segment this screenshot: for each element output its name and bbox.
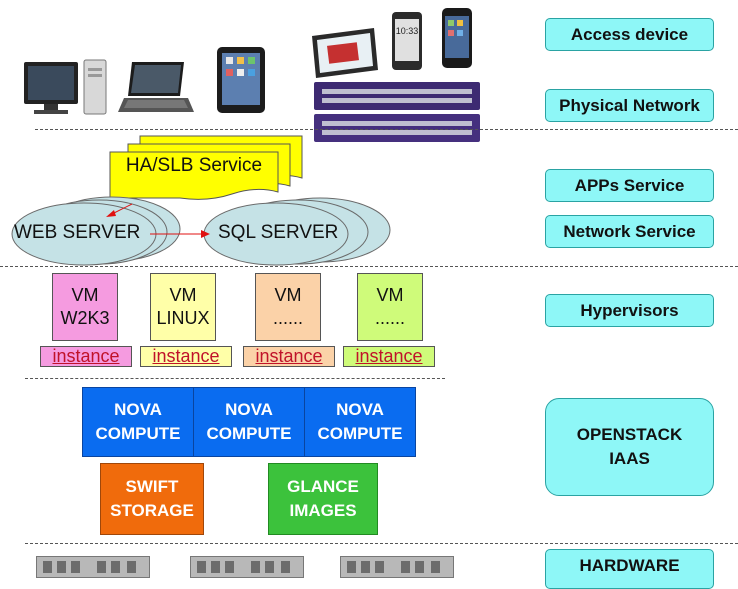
instance-other-2: instance (343, 346, 435, 367)
server-ellipses (11, 196, 391, 266)
swift-line2: STORAGE (110, 501, 194, 520)
hypervisors-label: Hypervisors (545, 294, 714, 327)
vm-other-1: VM ...... (255, 273, 321, 341)
sql-server-text: SQL SERVER (218, 222, 339, 243)
swift-storage-box: SWIFT STORAGE (100, 463, 204, 535)
hardware-label: HARDWARE (545, 549, 714, 589)
openstack-iaas-label: OPENSTACK IAAS (545, 398, 714, 496)
glance-line2: IMAGES (289, 501, 357, 520)
web-server-text: WEB SERVER (14, 222, 141, 243)
vm-w2k3-line2: W2K3 (60, 308, 110, 328)
nova-compute-2-line1: NOVA (225, 400, 273, 419)
server-rack-3 (340, 556, 454, 578)
nova-compute-3-line2: COMPUTE (317, 424, 403, 443)
nova-compute-2: NOVA COMPUTE (193, 387, 305, 457)
vm-other-2-line2: ...... (374, 308, 405, 328)
vm-linux-line2: LINUX (156, 308, 210, 328)
access-device-label: Access device (545, 18, 714, 51)
svg-text:10:33: 10:33 (396, 26, 419, 36)
glance-line1: GLANCE (287, 477, 359, 496)
physical-network-label: Physical Network (545, 89, 714, 122)
divider-hardware (25, 543, 738, 544)
vm-other-1-line2: ...... (272, 308, 303, 328)
nova-compute-1: NOVA COMPUTE (82, 387, 194, 457)
smartphone-image: 10:33 (392, 12, 422, 70)
htc-tablet-image (312, 28, 378, 78)
vm-linux: VM LINUX (150, 273, 216, 341)
network-service-label: Network Service (545, 215, 714, 248)
divider-physical (35, 129, 738, 130)
desktop-pc-image (24, 59, 107, 115)
ha-slb-service-text: HA/SLB Service (125, 155, 263, 176)
laptop-image (118, 62, 194, 112)
openstack-label-line1: OPENSTACK (576, 425, 683, 444)
instance-w2k3: instance (40, 346, 132, 367)
nova-compute-3-line1: NOVA (336, 400, 384, 419)
vm-linux-line1: VM (169, 285, 197, 305)
vm-w2k3: VM W2K3 (52, 273, 118, 341)
instance-other-1: instance (243, 346, 335, 367)
vm-w2k3-line1: VM (71, 285, 99, 305)
server-rack-1 (36, 556, 150, 578)
glance-images-box: GLANCE IMAGES (268, 463, 378, 535)
network-switch-image (314, 82, 480, 142)
nova-compute-1-line2: COMPUTE (95, 424, 181, 443)
openstack-label-line2: IAAS (609, 449, 650, 468)
tablet-image (217, 47, 265, 113)
divider-services (0, 266, 738, 267)
vm-other-2: VM ...... (357, 273, 423, 341)
apps-service-label: APPs Service (545, 169, 714, 202)
nova-compute-2-line2: COMPUTE (206, 424, 292, 443)
ha-slb-document-stack (109, 135, 303, 200)
divider-hypervisor (25, 378, 445, 379)
server-rack-2 (190, 556, 304, 578)
vm-other-1-line1: VM (274, 285, 302, 305)
swift-line1: SWIFT (125, 477, 179, 496)
vm-other-2-line1: VM (376, 285, 404, 305)
nova-compute-1-line1: NOVA (114, 400, 162, 419)
iphone-image (442, 8, 472, 68)
instance-linux: instance (140, 346, 232, 367)
nova-compute-3: NOVA COMPUTE (304, 387, 416, 457)
